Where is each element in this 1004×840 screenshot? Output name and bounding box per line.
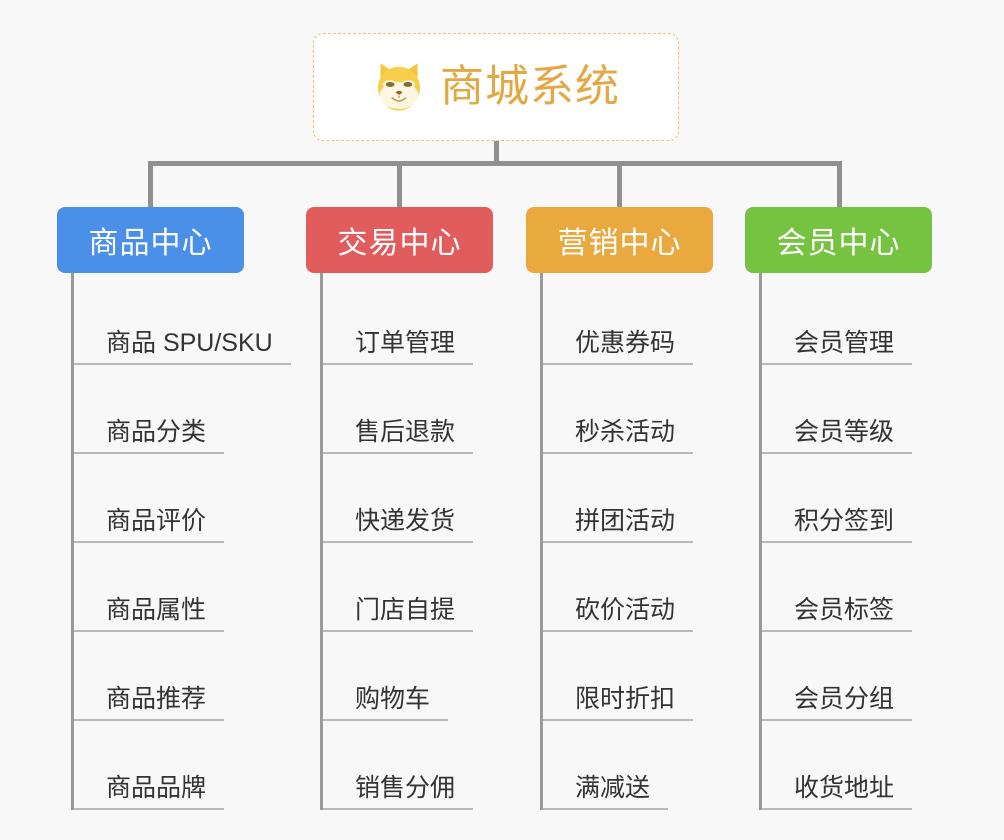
root-node[interactable]: 商城系统 — [313, 33, 679, 141]
leaf-label: 购物车 — [323, 686, 449, 721]
list-item[interactable]: 商品评价 — [74, 454, 244, 543]
connector-drop-4 — [837, 161, 842, 209]
branch-marketing-center: 营销中心 优惠券码 秒杀活动 拼团活动 砍价活动 限时折扣 满减送 — [526, 207, 713, 810]
leaf-label: 门店自提 — [323, 597, 474, 632]
list-item[interactable]: 会员分组 — [762, 632, 932, 721]
category-header-marketing-center[interactable]: 营销中心 — [526, 207, 713, 273]
list-item[interactable]: 砍价活动 — [543, 543, 713, 632]
list-item[interactable]: 优惠券码 — [543, 276, 713, 365]
leaf-label: 优惠券码 — [543, 330, 694, 365]
category-header-product-center[interactable]: 商品中心 — [57, 207, 244, 273]
leaf-label: 限时折扣 — [543, 686, 694, 721]
list-item[interactable]: 商品推荐 — [74, 632, 244, 721]
list-item[interactable]: 商品 SPU/SKU — [74, 276, 291, 365]
leaf-label: 收货地址 — [762, 775, 913, 810]
leaf-label: 商品评价 — [74, 508, 225, 543]
leaf-label: 销售分佣 — [323, 775, 474, 810]
leaf-label: 会员管理 — [762, 330, 913, 365]
list-item[interactable]: 满减送 — [543, 721, 713, 810]
list-item[interactable]: 秒杀活动 — [543, 365, 713, 454]
list-item[interactable]: 限时折扣 — [543, 632, 713, 721]
category-header-trade-center[interactable]: 交易中心 — [306, 207, 493, 273]
leaf-label: 拼团活动 — [543, 508, 694, 543]
leaf-label: 砍价活动 — [543, 597, 694, 632]
list-item[interactable]: 订单管理 — [323, 276, 493, 365]
connector-horizontal-bus — [148, 161, 842, 166]
leaf-label: 秒杀活动 — [543, 419, 694, 454]
leaf-label: 售后退款 — [323, 419, 474, 454]
list-item[interactable]: 销售分佣 — [323, 721, 493, 810]
leaf-label: 会员分组 — [762, 686, 913, 721]
list-item[interactable]: 会员等级 — [762, 365, 932, 454]
leaf-label: 会员标签 — [762, 597, 913, 632]
branch-trade-center: 交易中心 订单管理 售后退款 快递发货 门店自提 购物车 销售分佣 — [306, 207, 493, 810]
leaf-label: 会员等级 — [762, 419, 913, 454]
list-item[interactable]: 门店自提 — [323, 543, 493, 632]
list-item[interactable]: 快递发货 — [323, 454, 493, 543]
leaf-list-marketing-center: 优惠券码 秒杀活动 拼团活动 砍价活动 限时折扣 满减送 — [540, 273, 713, 810]
connector-drop-1 — [148, 161, 153, 209]
leaf-label: 订单管理 — [323, 330, 474, 365]
list-item[interactable]: 购物车 — [323, 632, 493, 721]
list-item[interactable]: 积分签到 — [762, 454, 932, 543]
connector-drop-2 — [397, 161, 402, 209]
leaf-label: 商品品牌 — [74, 775, 225, 810]
leaf-list-product-center: 商品 SPU/SKU 商品分类 商品评价 商品属性 商品推荐 商品品牌 — [71, 273, 291, 810]
list-item[interactable]: 商品分类 — [74, 365, 244, 454]
shiba-dog-icon — [377, 63, 421, 111]
leaf-label: 快递发货 — [323, 508, 474, 543]
connector-drop-3 — [617, 161, 622, 209]
leaf-list-member-center: 会员管理 会员等级 积分签到 会员标签 会员分组 收货地址 — [759, 273, 932, 810]
list-item[interactable]: 收货地址 — [762, 721, 932, 810]
branch-product-center: 商品中心 商品 SPU/SKU 商品分类 商品评价 商品属性 商品推荐 商品品牌 — [57, 207, 291, 810]
list-item[interactable]: 商品属性 — [74, 543, 244, 632]
list-item[interactable]: 会员标签 — [762, 543, 932, 632]
leaf-list-trade-center: 订单管理 售后退款 快递发货 门店自提 购物车 销售分佣 — [320, 273, 493, 810]
leaf-label: 商品分类 — [74, 419, 225, 454]
leaf-label: 商品属性 — [74, 597, 225, 632]
branch-member-center: 会员中心 会员管理 会员等级 积分签到 会员标签 会员分组 收货地址 — [745, 207, 932, 810]
category-header-member-center[interactable]: 会员中心 — [745, 207, 932, 273]
leaf-label: 积分签到 — [762, 508, 913, 543]
leaf-label: 商品推荐 — [74, 686, 225, 721]
list-item[interactable]: 会员管理 — [762, 276, 932, 365]
list-item[interactable]: 售后退款 — [323, 365, 493, 454]
list-item[interactable]: 商品品牌 — [74, 721, 244, 810]
connector-root-vertical — [494, 141, 499, 165]
list-item[interactable]: 拼团活动 — [543, 454, 713, 543]
leaf-label: 满减送 — [543, 775, 669, 810]
leaf-label: 商品 SPU/SKU — [74, 330, 291, 365]
root-title: 商城系统 — [440, 62, 620, 111]
